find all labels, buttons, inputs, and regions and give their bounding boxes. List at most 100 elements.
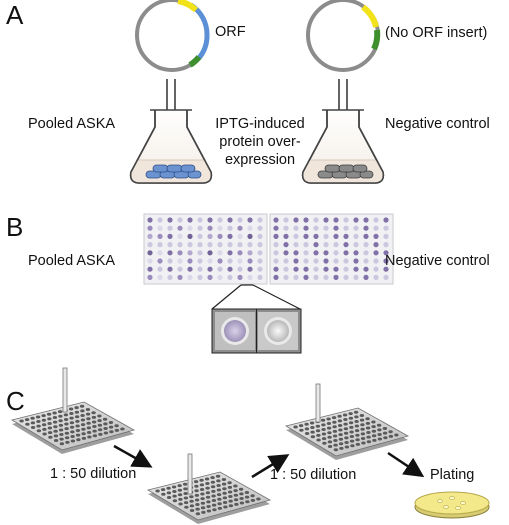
plate-well <box>217 502 222 506</box>
plate-well <box>97 428 103 432</box>
plate-well <box>313 225 319 231</box>
plate-well <box>157 225 163 231</box>
plate-well <box>201 510 206 514</box>
plate-well <box>24 418 30 422</box>
plate-well <box>70 439 76 443</box>
plate-well <box>221 482 227 486</box>
plate-well <box>195 507 200 511</box>
plate-well <box>273 242 279 248</box>
panel-a-letter: A <box>6 0 24 30</box>
plate-well <box>167 225 173 231</box>
plate-well <box>293 242 299 248</box>
negative-control-label-b: Negative control <box>385 253 490 269</box>
plate-well <box>189 499 194 503</box>
plate-well <box>353 242 359 248</box>
plate-well <box>355 433 360 437</box>
plate-well <box>371 434 377 438</box>
plate-well <box>373 274 379 280</box>
plate-well <box>349 435 355 438</box>
plate-well <box>373 225 379 231</box>
plate-well <box>183 492 188 495</box>
plate-well <box>227 485 233 489</box>
plate-well <box>194 493 200 497</box>
plate-well <box>195 512 201 516</box>
plate-well <box>237 217 243 223</box>
plate-well <box>323 225 329 231</box>
plate-well <box>366 431 371 434</box>
plate-well <box>187 250 193 256</box>
plate-well <box>183 501 189 505</box>
plate-well <box>222 496 228 500</box>
plate-well <box>344 445 350 449</box>
plate-well <box>373 217 379 223</box>
plate-well <box>244 495 250 499</box>
plate-well <box>233 484 238 488</box>
plate-well <box>273 258 279 264</box>
plate-well <box>172 499 178 503</box>
plate-well <box>103 422 108 426</box>
plate-well <box>157 250 163 256</box>
plate-well <box>41 414 46 418</box>
plate-well <box>52 416 58 419</box>
plate-well <box>383 266 389 272</box>
plate-well <box>187 233 193 239</box>
plate-well <box>222 487 227 491</box>
plate-well <box>283 242 289 248</box>
plate-well <box>147 266 153 272</box>
plate-well <box>365 426 371 430</box>
plate-well <box>74 406 79 410</box>
plate-well <box>228 495 233 498</box>
plate-well <box>283 250 289 256</box>
plate-well <box>250 494 255 498</box>
plate-well <box>92 434 98 438</box>
plate-well <box>373 242 379 248</box>
well-plate-photo-pooled <box>143 213 268 285</box>
plate-well <box>343 274 349 280</box>
plate-well <box>227 250 233 256</box>
plate-well <box>313 233 319 239</box>
plate-well <box>177 488 183 492</box>
plate-well <box>355 438 360 442</box>
plate-well <box>97 423 103 427</box>
plate-well <box>200 506 206 510</box>
plate-well <box>343 422 348 426</box>
plate-well <box>216 493 222 497</box>
arrow-icon-3 <box>387 451 425 478</box>
plate-well <box>353 258 359 264</box>
plate-well <box>233 489 238 493</box>
plate-well <box>86 431 92 434</box>
plate-well <box>197 217 203 223</box>
plate-well <box>349 430 354 434</box>
plate-well <box>383 250 389 256</box>
plate-well <box>338 437 344 441</box>
plate-well <box>363 258 369 264</box>
plate-well <box>69 416 74 420</box>
plate-well <box>377 437 383 441</box>
plate-well <box>172 490 177 493</box>
plate-well <box>87 435 92 439</box>
plate-well <box>366 435 371 439</box>
plate-well <box>293 225 299 231</box>
plate-well <box>207 274 213 280</box>
plate-well <box>197 266 203 272</box>
plate-well <box>382 427 388 430</box>
plate-well <box>41 423 47 427</box>
plate-well <box>74 415 80 419</box>
plate-well <box>349 439 355 443</box>
plate-well <box>194 489 199 493</box>
plate-well <box>70 430 75 434</box>
plate-well <box>293 266 299 272</box>
pipette-tip-1 <box>62 367 68 413</box>
plate-well <box>227 266 233 272</box>
plate-well <box>323 233 329 239</box>
plate-well <box>353 225 359 231</box>
plate-well <box>161 492 166 496</box>
plate-well <box>383 274 389 280</box>
plate-well <box>348 416 354 420</box>
plate-well <box>333 250 339 256</box>
plate-well <box>204 477 210 481</box>
plate-well <box>25 422 30 426</box>
plate-well <box>323 242 329 248</box>
plate-well <box>373 258 379 264</box>
